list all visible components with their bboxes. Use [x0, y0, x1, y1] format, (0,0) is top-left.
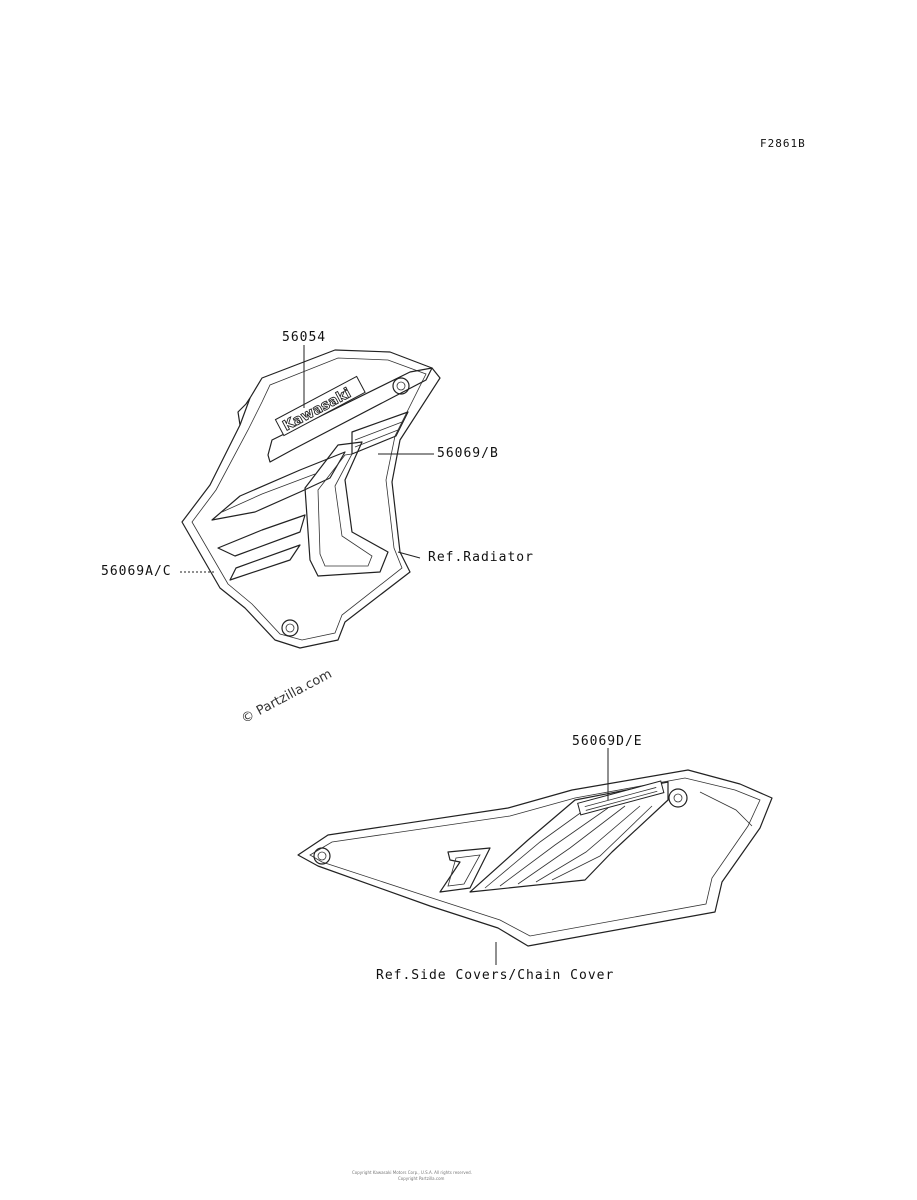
leader-lines — [180, 345, 609, 965]
label-ref-side-covers: Ref.Side Covers/Chain Cover — [376, 968, 615, 983]
label-56054: 56054 — [282, 330, 327, 345]
label-56069de: 56069D/E — [572, 734, 643, 749]
label-ref-radiator: Ref.Radiator — [428, 550, 534, 565]
label-56069b: 56069/B — [437, 446, 499, 461]
footer-line-1: Copyright Kawasaki Motors Corp., U.S.A. … — [352, 1170, 472, 1175]
radiator-shroud: Kawasaki — [181, 349, 441, 649]
kawasaki-logo: Kawasaki — [280, 385, 353, 434]
figure-id: F2861B — [760, 137, 806, 150]
footer-line-2: Copyright Partzilla.com — [398, 1176, 445, 1181]
side-cover — [297, 769, 773, 947]
label-56069ac: 56069A/C — [101, 564, 172, 579]
